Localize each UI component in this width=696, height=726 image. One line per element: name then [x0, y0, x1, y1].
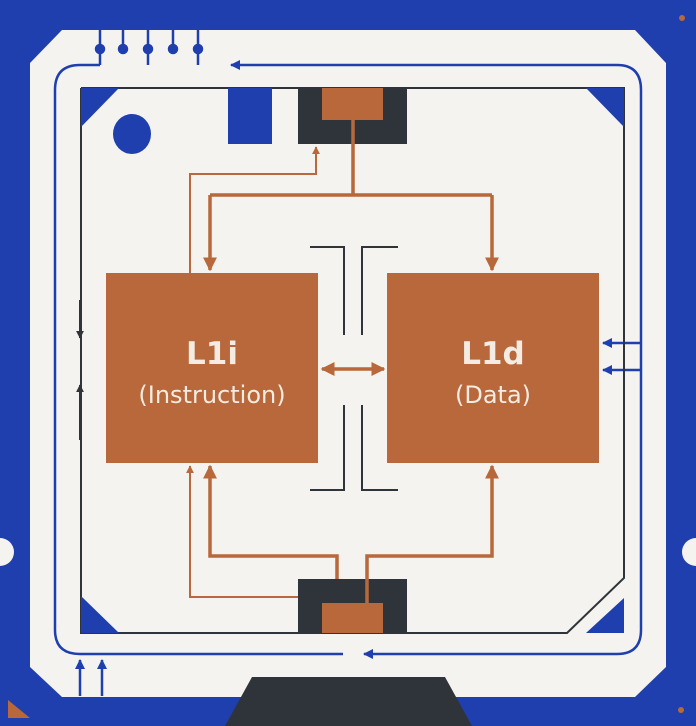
copper-thin-traces — [186, 146, 320, 598]
side-notch-right — [682, 538, 696, 566]
separator-brackets — [310, 246, 398, 491]
cache-description: (Data) — [455, 381, 531, 409]
copper-traces — [203, 120, 499, 603]
cache-description: (Instruction) — [138, 381, 285, 409]
corner-triangle — [586, 598, 624, 633]
side-notch-left — [0, 538, 14, 566]
l1i-cache-block: L1i (Instruction) — [106, 273, 318, 463]
corner-triangle — [81, 596, 119, 633]
top-chip-pad — [322, 88, 383, 120]
bottom-connector — [225, 677, 472, 726]
cache-name: L1d — [461, 336, 525, 372]
corner-triangle — [586, 88, 624, 127]
cache-name: L1i — [186, 336, 238, 372]
pins — [94, 30, 204, 65]
corner-marker — [8, 700, 30, 718]
l1d-cache-block: L1d (Data) — [387, 273, 599, 463]
bottom-chip-pad — [322, 603, 383, 633]
inner-die-outline — [80, 87, 625, 634]
blue-pad — [228, 88, 272, 144]
bus-traces — [53, 60, 643, 696]
corner-dot — [679, 15, 685, 21]
alignment-circle — [113, 114, 151, 154]
corner-dot — [678, 707, 684, 713]
corner-triangle — [81, 88, 119, 127]
